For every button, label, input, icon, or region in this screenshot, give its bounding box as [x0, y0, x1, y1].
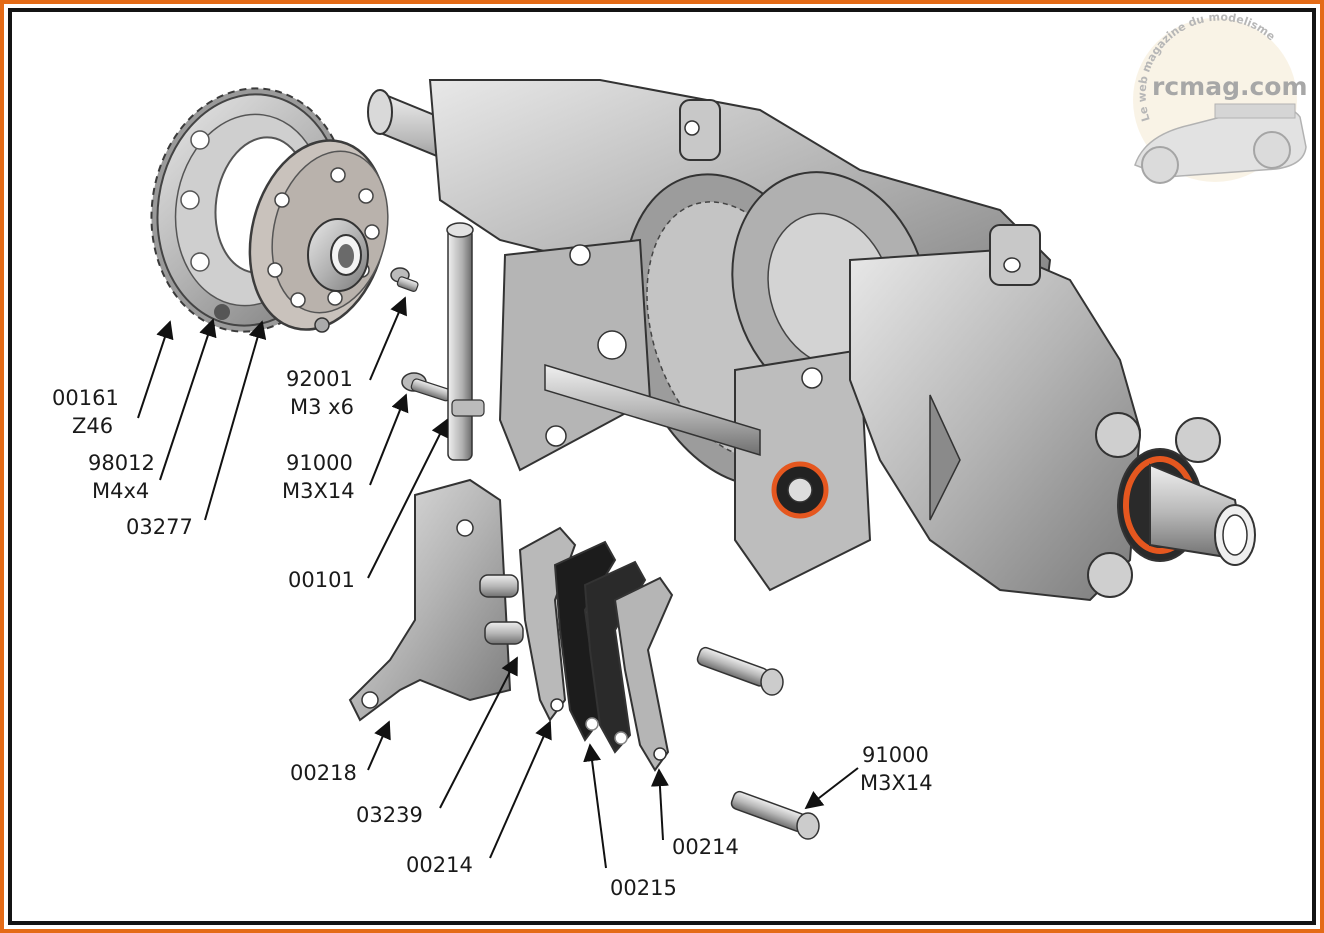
label-00214-left: 00214: [406, 853, 473, 877]
label-91000-upper: 91000: [286, 451, 353, 475]
label-00215: 00215: [610, 876, 677, 900]
rcmag-watermark-logo: rcmag.com Le web magazine du modelisme: [1133, 10, 1308, 184]
label-92001: 92001: [286, 367, 353, 391]
label-z46: Z46: [72, 414, 113, 438]
screw-91000-upper-icon: [401, 372, 452, 402]
brake-disc-hub-icon: [248, 139, 389, 333]
shaft-00101-icon: [446, 222, 485, 461]
label-m4x4: M4x4: [92, 479, 149, 503]
label-m3x14-lower: M3X14: [860, 771, 933, 795]
screw-91000-middle-icon: [696, 646, 784, 696]
logo-brand-text: rcmag.com: [1152, 72, 1308, 101]
label-00218: 00218: [290, 761, 357, 785]
brake-bracket-00218-icon: [348, 478, 524, 722]
label-03239: 03239: [356, 803, 423, 827]
label-00214-right: 00214: [672, 835, 739, 859]
leader-lines: [137, 296, 859, 869]
label-98012: 98012: [88, 451, 155, 475]
label-m3x14-upper: M3X14: [282, 479, 355, 503]
label-m3x6: M3 x6: [290, 395, 354, 419]
screw-92001-icon: [390, 267, 419, 292]
brake-pads-icon: [553, 540, 674, 772]
gearbox-assembly-icon: [367, 79, 1256, 602]
screw-91000-lower-icon: [730, 790, 820, 840]
label-91000-lower: 91000: [862, 743, 929, 767]
label-00161: 00161: [52, 386, 119, 410]
label-03277: 03277: [126, 515, 193, 539]
part-labels: 00161 Z46 98012 M4x4 03277 92001 M3 x6 9…: [52, 367, 933, 900]
label-00101: 00101: [288, 568, 355, 592]
